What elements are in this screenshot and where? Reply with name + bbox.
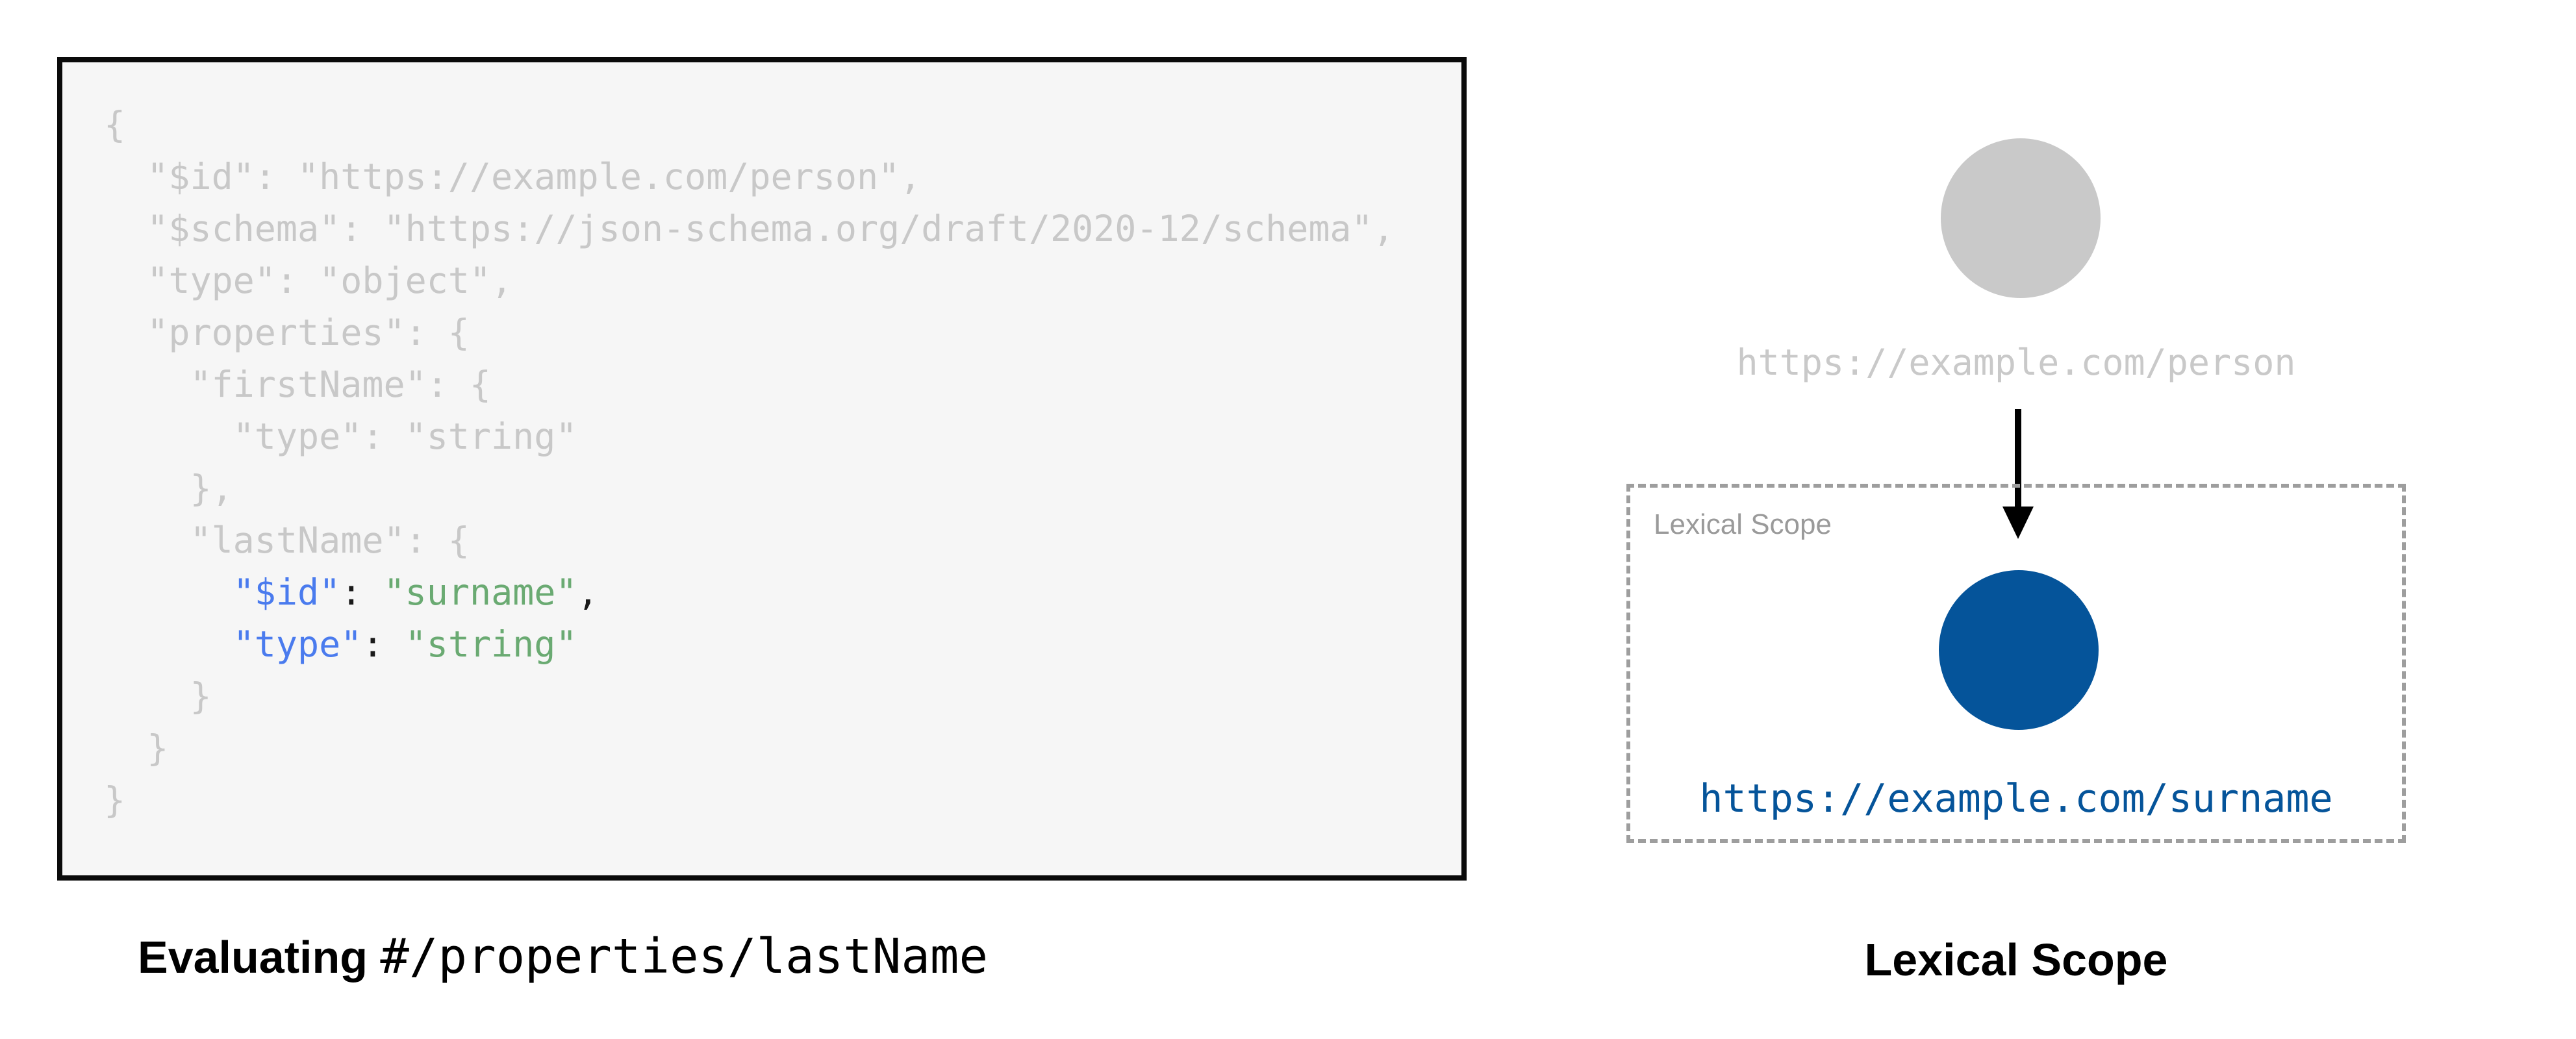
schema-code-block: { "$id": "https://example.com/person", "… — [57, 57, 1467, 881]
code-caption: Evaluating #/properties/lastName — [138, 929, 988, 984]
code-caption-prefix: Evaluating — [138, 932, 368, 983]
arrow-down-icon — [2002, 409, 2034, 539]
code-line: "type": "string" — [104, 416, 577, 457]
code-line: "properties": { — [104, 312, 470, 353]
surname-schema-node — [1939, 570, 2099, 730]
code-line: "lastName": { — [104, 520, 470, 561]
code-line: } — [104, 779, 126, 821]
code-line: "$id": "https://example.com/person", — [104, 156, 922, 197]
code-line: } — [104, 675, 212, 717]
lexical-scope-box-label: Lexical Scope — [1654, 508, 1832, 540]
code-line: "$schema": "https://json-schema.org/draf… — [104, 208, 1395, 249]
code-line: "type": "string" — [233, 623, 577, 665]
code-line: { — [104, 104, 126, 145]
code-line: "type": "object", — [104, 260, 513, 301]
code-line: }, — [104, 468, 233, 509]
lexical-scope-box: Lexical Scope — [1626, 484, 2406, 843]
person-schema-node — [1941, 138, 2101, 298]
code-line: "$id": "surname", — [233, 571, 599, 613]
code-line: "firstName": { — [104, 364, 492, 405]
code-caption-pointer: #/properties/lastName — [380, 929, 989, 984]
surname-schema-uri-label: https://example.com/surname — [1699, 776, 2333, 821]
diagram-caption: Lexical Scope — [1864, 934, 2168, 985]
person-schema-uri-label: https://example.com/person — [1736, 342, 2296, 383]
code-line: } — [104, 727, 169, 769]
code-content: { "$id": "https://example.com/person", "… — [104, 99, 1395, 826]
